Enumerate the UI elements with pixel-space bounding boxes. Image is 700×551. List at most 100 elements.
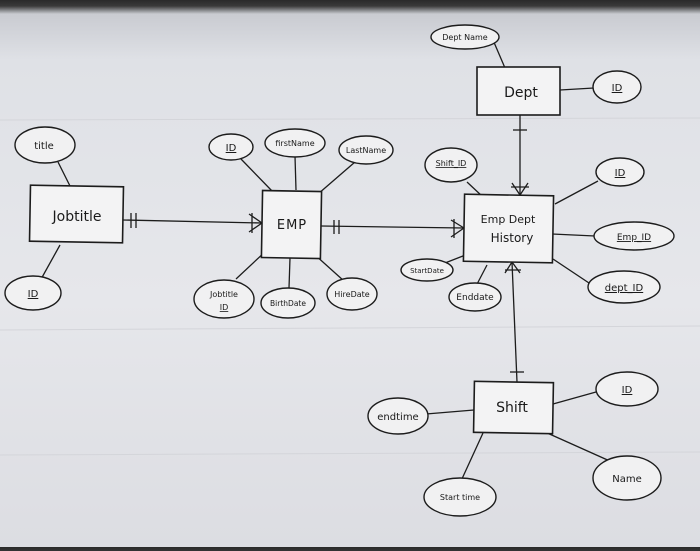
connector-line bbox=[552, 258, 596, 288]
attribute-oval bbox=[264, 128, 326, 158]
connector-line bbox=[425, 409, 475, 415]
crowfoot-history-left bbox=[450, 219, 465, 238]
attribute-lines bbox=[39, 39, 613, 482]
attr-end-date[interactable]: Enddate bbox=[448, 282, 502, 312]
attribute-oval bbox=[424, 147, 478, 183]
attr-dept-id-fk[interactable]: dept_ID bbox=[587, 270, 661, 304]
attribute-oval bbox=[587, 270, 661, 304]
attribute-oval bbox=[338, 135, 394, 165]
attribute-label: BirthDate bbox=[270, 299, 306, 308]
attribute-oval bbox=[448, 282, 502, 312]
relationship-lines bbox=[122, 115, 529, 383]
attribute-oval bbox=[193, 279, 255, 319]
attr-emp-id[interactable]: ID bbox=[208, 133, 254, 161]
entity-label-line1: Emp Dept bbox=[481, 213, 536, 226]
attr-dept-name[interactable]: Dept Name bbox=[430, 24, 500, 50]
attr-shift-name[interactable]: Name bbox=[592, 455, 662, 501]
attribute-oval bbox=[595, 371, 659, 407]
attribute-label: ID bbox=[612, 83, 623, 94]
attr-hire-date[interactable]: HireDate bbox=[326, 277, 378, 311]
attribute-label: ID bbox=[622, 385, 633, 396]
connector-line bbox=[288, 257, 291, 289]
attribute-label: Shift_ID bbox=[436, 159, 467, 168]
attribute-oval bbox=[592, 70, 642, 104]
attribute-label: Start time bbox=[440, 493, 480, 502]
attribute-oval bbox=[260, 287, 316, 319]
connector-line bbox=[460, 432, 484, 482]
entity-label: Dept bbox=[504, 85, 538, 101]
entity-emp-dept-history[interactable]: Emp Dept History bbox=[462, 193, 555, 264]
attr-shift-starttime[interactable]: Start time bbox=[423, 477, 497, 517]
connector-line bbox=[0, 117, 700, 121]
attribute-oval bbox=[593, 221, 675, 251]
attribute-label: ID bbox=[28, 289, 39, 300]
attribute-label: Name bbox=[612, 474, 642, 485]
attribute-oval bbox=[14, 126, 76, 164]
attribute-oval bbox=[208, 133, 254, 161]
connector-line bbox=[551, 233, 596, 237]
entity-box bbox=[260, 189, 323, 260]
connector-line bbox=[39, 244, 61, 282]
paper-texture bbox=[0, 117, 700, 456]
attribute-label: endtime bbox=[377, 412, 418, 423]
attr-title[interactable]: title bbox=[14, 126, 76, 164]
connector-line bbox=[554, 180, 599, 205]
attr-history-id[interactable]: ID bbox=[595, 157, 645, 187]
attr-first-name[interactable]: firstName bbox=[264, 128, 326, 158]
attribute-label: StartDate bbox=[410, 267, 444, 275]
entity-label: Shift bbox=[496, 400, 528, 416]
entity-shift[interactable]: Shift bbox=[472, 380, 555, 435]
attribute-oval bbox=[430, 24, 500, 50]
attribute-label: LastName bbox=[346, 146, 386, 155]
crowfoot-history-top bbox=[511, 182, 529, 196]
connector-line bbox=[294, 155, 297, 191]
attr-jobtitle-id[interactable]: ID bbox=[4, 275, 62, 311]
connector-line bbox=[559, 87, 595, 91]
attr-jobtitle-fk[interactable]: Jobtitle ID bbox=[193, 279, 255, 319]
attribute-oval bbox=[4, 275, 62, 311]
attribute-oval bbox=[367, 397, 429, 435]
connector-line bbox=[0, 325, 700, 331]
attr-shift-id[interactable]: Shift_ID bbox=[424, 147, 478, 183]
attribute-label: Jobtitle bbox=[209, 290, 238, 299]
entity-jobtitle[interactable]: Jobtitle bbox=[28, 184, 125, 244]
rel-jobtitle-emp bbox=[122, 219, 263, 224]
attribute-label: HireDate bbox=[334, 290, 369, 299]
connector-line bbox=[0, 451, 700, 456]
attribute-label: Emp_ID bbox=[617, 233, 651, 243]
crowfoot-history-bottom bbox=[504, 261, 521, 274]
attr-birth-date[interactable]: BirthDate bbox=[260, 287, 316, 319]
entity-emp[interactable]: EMP bbox=[260, 189, 323, 260]
attribute-oval bbox=[592, 455, 662, 501]
attribute-oval bbox=[400, 258, 454, 282]
attr-start-date[interactable]: StartDate bbox=[400, 258, 454, 282]
bar-emp bbox=[333, 220, 340, 234]
attribute-label: ID bbox=[615, 168, 626, 179]
entity-label: Jobtitle bbox=[52, 209, 102, 225]
connector-line bbox=[240, 158, 274, 193]
entity-box bbox=[476, 66, 561, 116]
attr-last-name[interactable]: LastName bbox=[338, 135, 394, 165]
bar-jobtitle bbox=[130, 213, 137, 228]
attr-dept-id[interactable]: ID bbox=[592, 70, 642, 104]
entity-dept[interactable]: Dept bbox=[476, 66, 561, 116]
attr-shift-pk-id[interactable]: ID bbox=[595, 371, 659, 407]
connector-line bbox=[57, 161, 71, 187]
rel-history-shift bbox=[511, 261, 518, 383]
connector-line bbox=[552, 391, 597, 405]
crowfoot-emp bbox=[248, 213, 263, 233]
attr-emp-id-fk[interactable]: Emp_ID bbox=[593, 221, 675, 251]
attribute-label: ID bbox=[226, 143, 237, 154]
entity-label: EMP bbox=[277, 218, 307, 233]
rel-emp-history bbox=[320, 225, 465, 229]
attribute-oval bbox=[423, 477, 497, 517]
attribute-label: ID bbox=[220, 303, 229, 312]
attribute-label: title bbox=[34, 141, 54, 152]
attribute-label: Enddate bbox=[456, 293, 494, 303]
entity-label-line2: History bbox=[491, 231, 534, 245]
attr-shift-endtime[interactable]: endtime bbox=[367, 397, 429, 435]
entity-box bbox=[28, 184, 125, 244]
connector-line bbox=[317, 161, 356, 195]
